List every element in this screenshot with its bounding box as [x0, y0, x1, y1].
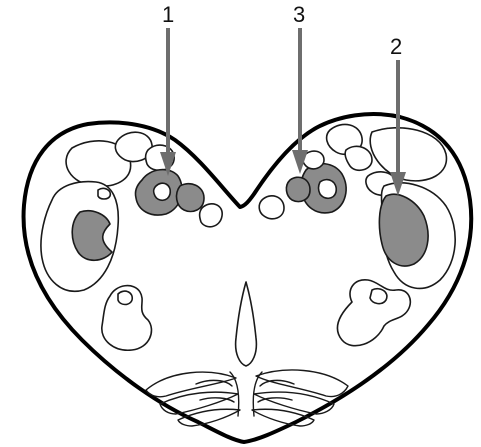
arrow-3-label: 3 — [293, 2, 305, 27]
arrow-2-label: 2 — [390, 34, 402, 59]
right-small-oval-2 — [259, 196, 284, 219]
left-small-oval-2 — [200, 204, 223, 227]
right-adjacent-nucleus — [286, 177, 310, 201]
right-ring-hole — [319, 180, 337, 199]
left-lower-blob-inner — [118, 291, 132, 304]
right-lower-blob-inner — [370, 289, 387, 304]
left-small-oval — [98, 188, 110, 199]
left-adjacent-nucleus — [177, 184, 204, 212]
arrow-1-label: 1 — [162, 2, 174, 27]
left-ring-hole — [154, 183, 171, 200]
